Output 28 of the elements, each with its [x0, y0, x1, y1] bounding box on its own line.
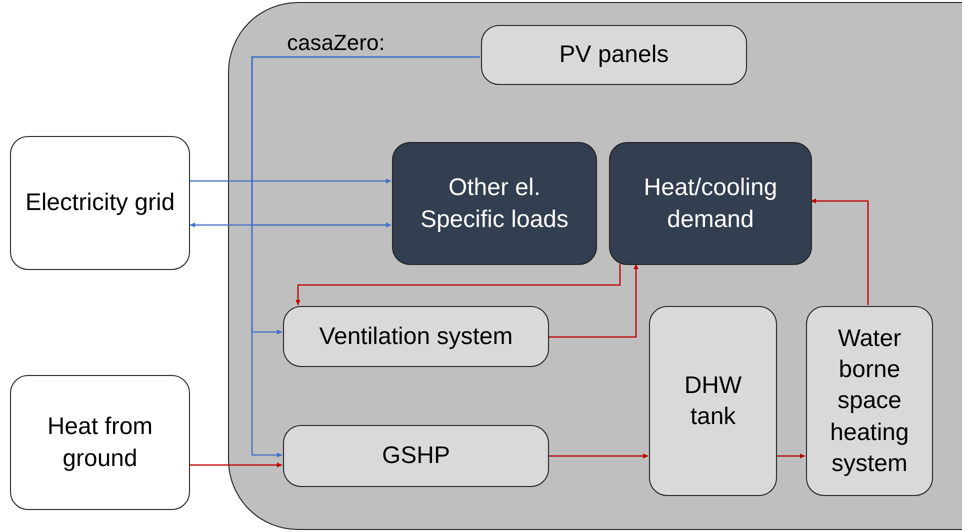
connector-arrow [190, 178, 391, 184]
component-box [806, 306, 933, 496]
node-label: DHW tank [683, 370, 743, 432]
connector-arrow [548, 453, 648, 459]
node-label: Ventilation system [318, 322, 514, 352]
connector-arrow [811, 198, 869, 305]
node-label: Heat/cooling demand [642, 173, 778, 234]
connector-arrow [190, 462, 282, 468]
node-label: PV panels [558, 40, 670, 70]
component-box [649, 306, 777, 496]
node-label: Water borne space heating system [829, 324, 910, 479]
group-heading: casaZero: [286, 29, 386, 57]
component-box [481, 25, 747, 85]
node-label: Heat from ground [46, 412, 154, 474]
node-label: Electricity grid [24, 188, 176, 218]
load-box [609, 142, 812, 265]
connector-arrow [251, 56, 480, 458]
source-box [10, 136, 190, 270]
connector-arrow [548, 264, 639, 338]
source-box [10, 375, 190, 510]
node-label: GSHP [380, 441, 451, 472]
connector-arrow [776, 453, 805, 459]
load-box [392, 142, 597, 265]
house-boundary [228, 2, 962, 530]
node-label: Other el. Specific loads [419, 173, 570, 234]
connector-arrow [295, 264, 621, 305]
component-box [283, 425, 549, 487]
component-box [283, 306, 549, 367]
